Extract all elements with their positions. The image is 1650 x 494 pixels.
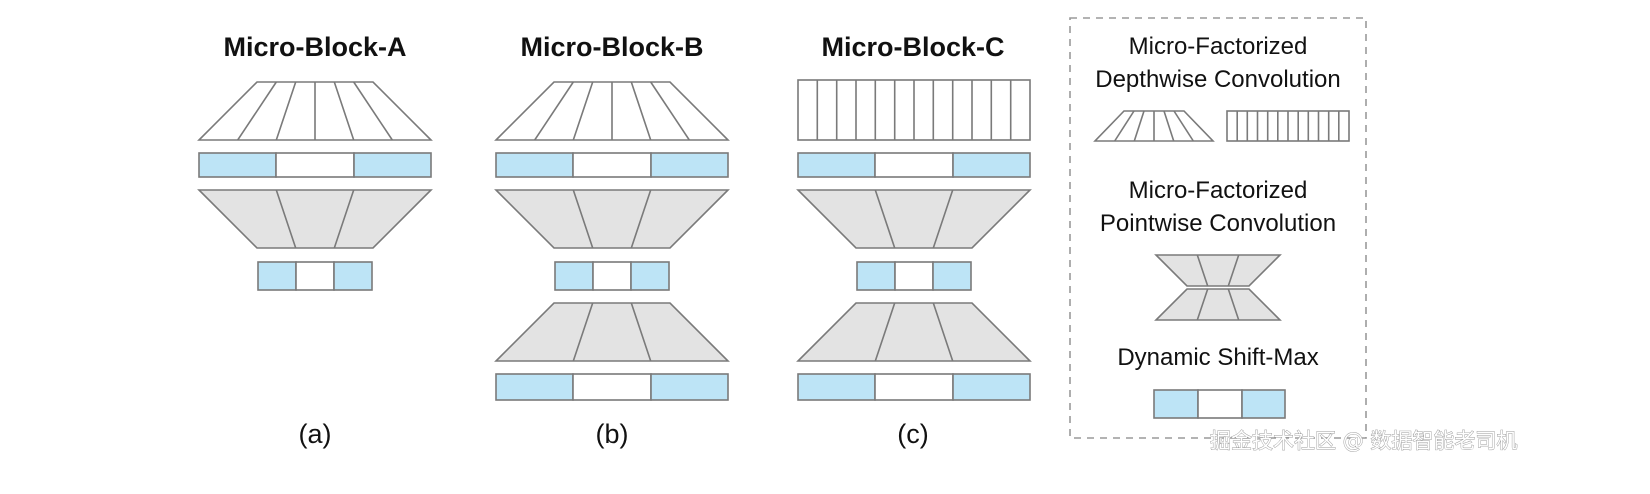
legend: Micro-Factorized Depthwise Convolution M… — [1069, 17, 1367, 439]
shift-max-bar — [797, 152, 1031, 178]
legend-depthwise-line1: Micro-Factorized — [1129, 33, 1308, 60]
shift-max-bar-small — [554, 261, 670, 291]
legend-pointwise-line2: Pointwise Convolution — [1100, 210, 1336, 237]
caption-a: (a) — [299, 419, 332, 449]
legend-depthwise-line2: Depthwise Convolution — [1095, 66, 1340, 93]
title-micro-block-a: Micro-Block-A — [223, 32, 406, 62]
shift-max-bar-small — [257, 261, 373, 291]
depthwise-conv-trapezoid — [494, 81, 730, 141]
micro-block-c — [796, 79, 1032, 401]
watermark: 掘金技术社区 @ 数据智能老司机 — [1210, 429, 1517, 453]
shift-max-bar — [198, 152, 432, 178]
shift-max-bar-bottom — [495, 373, 729, 401]
legend-depthwise-trapezoid-icon — [1093, 110, 1215, 142]
title-micro-block-b: Micro-Block-B — [520, 32, 703, 62]
shift-max-bar-small — [856, 261, 972, 291]
legend-pointwise-hourglass-icon — [1154, 254, 1282, 321]
pointwise-conv-expand — [494, 302, 730, 362]
pointwise-conv-expand — [796, 302, 1032, 362]
caption-c: (c) — [897, 419, 928, 449]
title-micro-block-c: Micro-Block-C — [821, 32, 1004, 62]
pointwise-conv-squeeze — [796, 189, 1032, 249]
legend-border — [1069, 17, 1367, 439]
shift-max-bar — [495, 152, 729, 178]
depthwise-conv-grid — [797, 79, 1031, 141]
depthwise-conv-trapezoid — [197, 81, 433, 141]
micro-block-a — [197, 81, 433, 291]
legend-pointwise-line1: Micro-Factorized — [1129, 177, 1308, 204]
micro-block-b — [494, 81, 730, 401]
legend-depthwise-grid-icon — [1226, 110, 1350, 142]
legend-shiftmax-bar-icon — [1153, 389, 1286, 419]
shift-max-bar-bottom — [797, 373, 1031, 401]
pointwise-conv-squeeze — [494, 189, 730, 249]
caption-b: (b) — [596, 419, 629, 449]
pointwise-conv-squeeze — [197, 189, 433, 249]
legend-shiftmax-label: Dynamic Shift-Max — [1117, 344, 1318, 371]
